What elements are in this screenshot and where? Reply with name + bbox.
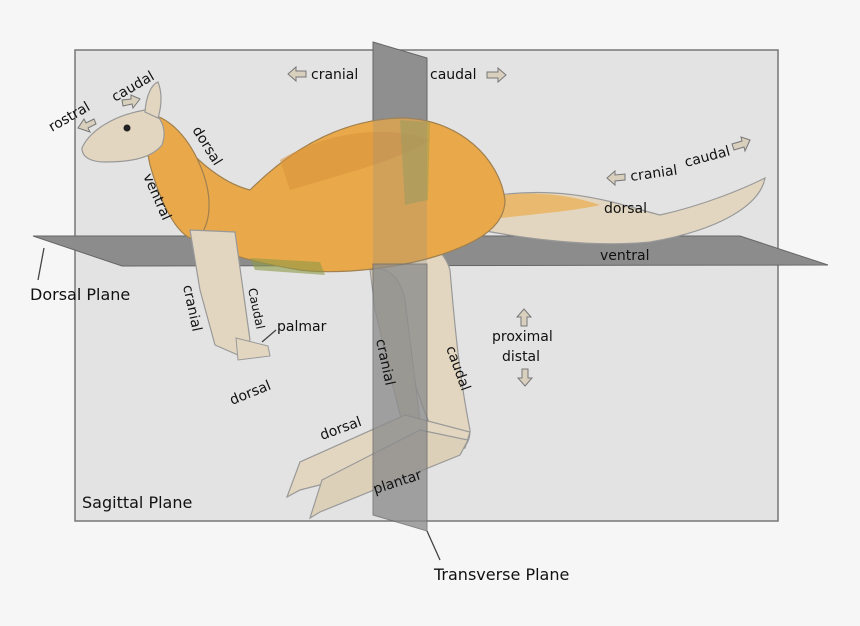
kangaroo-ear	[144, 81, 162, 119]
arrow-right-icon	[121, 94, 141, 110]
label-distal: distal	[502, 349, 540, 365]
kangaroo-head	[81, 109, 165, 163]
arrow-up-icon	[515, 308, 533, 327]
label-dorsal-plane: Dorsal Plane	[30, 285, 130, 304]
label-tail-cranial: cranial	[629, 163, 678, 185]
transverse-plane-over-body	[373, 118, 427, 264]
label-transverse-plane: Transverse Plane	[433, 565, 569, 584]
kangaroo-eye	[123, 124, 131, 132]
label-tail-dorsal: dorsal	[604, 201, 647, 217]
palmar-leader	[261, 329, 277, 343]
dorsal-plane-leader	[37, 247, 45, 281]
body-shading	[280, 131, 430, 190]
arrow-left-icon	[606, 169, 626, 187]
body-green-patch	[400, 120, 430, 205]
label-top-caudal: caudal	[430, 67, 477, 83]
belly-green	[250, 258, 325, 275]
arrow-down-icon	[516, 368, 534, 387]
label-sagittal-plane: Sagittal Plane	[82, 493, 192, 512]
arrow-left-icon	[77, 118, 97, 133]
arrow-left-icon	[287, 65, 307, 83]
label-top-cranial: cranial	[311, 67, 358, 83]
label-tail-ventral: ventral	[600, 248, 650, 264]
label-forelimb-palmar: palmar	[277, 319, 327, 335]
kangaroo-forepaw	[235, 337, 271, 361]
arrow-right-icon	[731, 136, 751, 153]
transverse-plane-leader	[426, 530, 441, 561]
label-proximal: proximal	[492, 329, 553, 345]
arrow-right-icon	[486, 66, 507, 84]
